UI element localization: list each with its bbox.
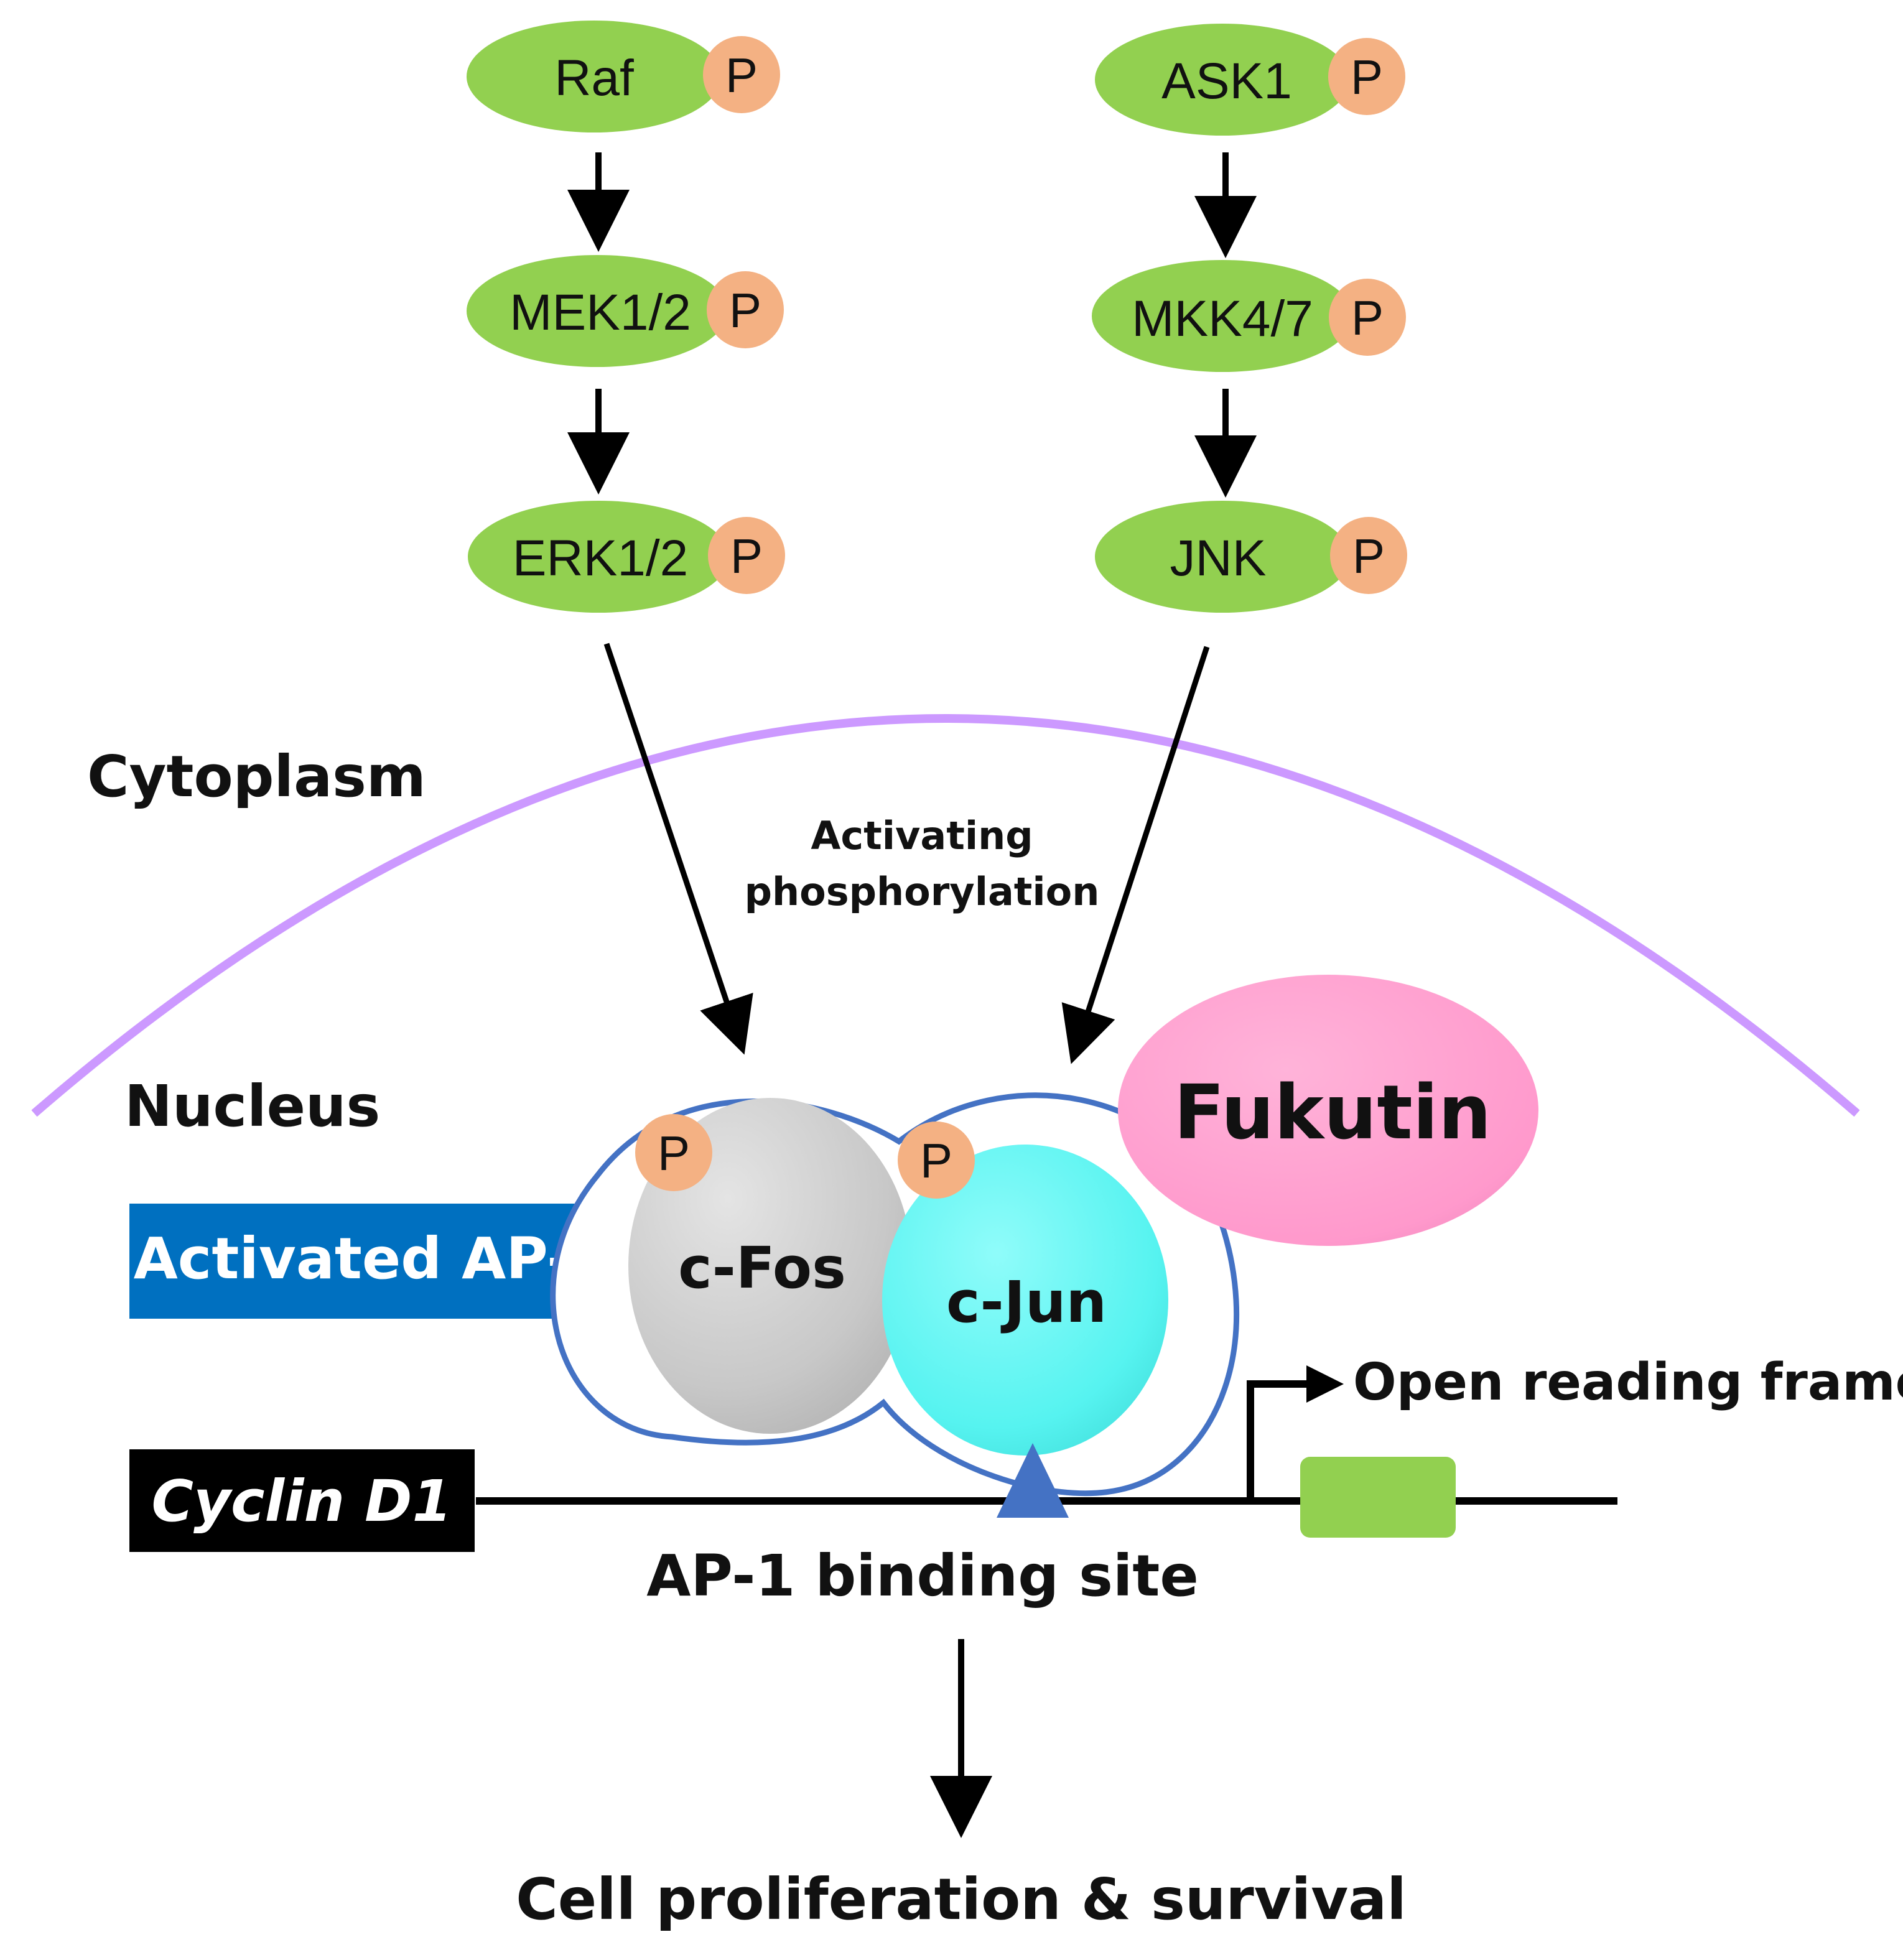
erk-phospho-label: P bbox=[730, 529, 763, 583]
jnk-phospho-label: P bbox=[1352, 529, 1385, 583]
jnk-node: JNK P bbox=[1095, 501, 1407, 613]
ap1-binding-site-marker bbox=[997, 1443, 1069, 1518]
fukutin-protein bbox=[1118, 975, 1538, 1246]
cjun-protein bbox=[882, 1145, 1168, 1456]
raf-phospho-icon bbox=[703, 36, 780, 113]
arrow-erk-to-cfos bbox=[603, 643, 753, 1055]
cyclin-d1-box bbox=[129, 1449, 475, 1552]
cfos-phospho-icon bbox=[635, 1114, 712, 1191]
cjun-phospho-label: P bbox=[920, 1133, 952, 1188]
ask1-phospho-icon bbox=[1328, 38, 1405, 115]
cfos-label: c-Fos bbox=[678, 1235, 846, 1301]
activated-ap1-box bbox=[129, 1204, 602, 1319]
ask1-phospho-label: P bbox=[1351, 50, 1383, 105]
transcription-start-arrow bbox=[1247, 1380, 1319, 1501]
transcription-start-arrowhead bbox=[1306, 1365, 1344, 1403]
raf-phospho-label: P bbox=[725, 48, 758, 103]
mek-phospho-icon bbox=[707, 271, 784, 348]
cytoplasm-label: Cytoplasm bbox=[87, 743, 426, 810]
nuclear-membrane bbox=[31, 714, 1860, 1117]
erk-phospho-icon bbox=[708, 517, 785, 594]
raf-node: Raf P bbox=[467, 21, 780, 132]
cfos-phospho-label: P bbox=[658, 1126, 690, 1181]
cjun-phospho-icon bbox=[898, 1122, 975, 1199]
mek-label: MEK1/2 bbox=[509, 284, 691, 341]
activating-label-line1: Activating bbox=[811, 813, 1033, 858]
activating-label-line2: phosphorylation bbox=[745, 869, 1100, 914]
nucleus-label: Nucleus bbox=[124, 1073, 380, 1140]
jnk-phospho-icon bbox=[1330, 517, 1407, 594]
cjun-label: c-Jun bbox=[946, 1269, 1107, 1335]
raf-label: Raf bbox=[554, 50, 634, 106]
outcome-label: Cell proliferation & survival bbox=[516, 1866, 1407, 1933]
jnk-label: JNK bbox=[1170, 530, 1267, 587]
activated-ap1-label: Activated AP-1 bbox=[134, 1225, 611, 1292]
mkk-phospho-label: P bbox=[1351, 290, 1384, 345]
ask1-node: ASK1 P bbox=[1095, 24, 1405, 136]
arrow-jnk-to-cjun bbox=[1061, 646, 1210, 1064]
mek-node: MEK1/2 P bbox=[467, 255, 784, 367]
ap1-binding-site-label: AP-1 binding site bbox=[646, 1543, 1199, 1609]
cyclin-d1-label: Cyclin D1 bbox=[152, 1468, 452, 1535]
orf-block bbox=[1300, 1457, 1456, 1538]
mkk-label: MKK4/7 bbox=[1132, 290, 1313, 347]
mkk-phospho-icon bbox=[1329, 279, 1406, 356]
cfos-protein bbox=[628, 1098, 912, 1434]
fukutin-label: Fukutin bbox=[1174, 1070, 1492, 1156]
open-reading-frame-label: Open reading frame bbox=[1353, 1353, 1903, 1412]
mek-phospho-label: P bbox=[729, 283, 761, 338]
erk-label: ERK1/2 bbox=[513, 530, 689, 587]
ask1-label: ASK1 bbox=[1161, 53, 1292, 109]
mkk-node: MKK4/7 P bbox=[1092, 260, 1406, 372]
erk-node: ERK1/2 P bbox=[468, 501, 785, 613]
